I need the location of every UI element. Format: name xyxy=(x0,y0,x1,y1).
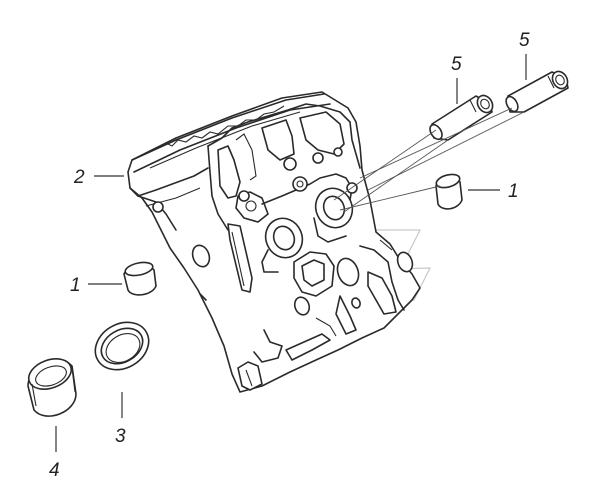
sealing-ring-icon xyxy=(94,321,150,371)
label-1-right: 1 xyxy=(508,181,519,202)
label-5-right: 5 xyxy=(519,30,530,51)
leader-lines xyxy=(55,54,527,452)
cylinder-head-icon xyxy=(127,91,421,393)
valve-seat-insert-icon xyxy=(435,173,463,210)
valve-guide-bushing-icon xyxy=(505,70,569,113)
label-5-left: 5 xyxy=(451,54,462,75)
assembly-guide-lines xyxy=(333,107,525,213)
callout-labels: 5 5 2 1 1 3 4 xyxy=(49,30,530,481)
label-1-left: 1 xyxy=(70,275,81,296)
label-4: 4 xyxy=(49,460,60,481)
label-3: 3 xyxy=(115,426,126,447)
valve-guide-bushing-icon xyxy=(429,94,494,141)
gasket-ring-icon xyxy=(27,358,77,417)
valve-seat-insert-icon xyxy=(123,261,157,296)
label-2: 2 xyxy=(73,167,85,188)
